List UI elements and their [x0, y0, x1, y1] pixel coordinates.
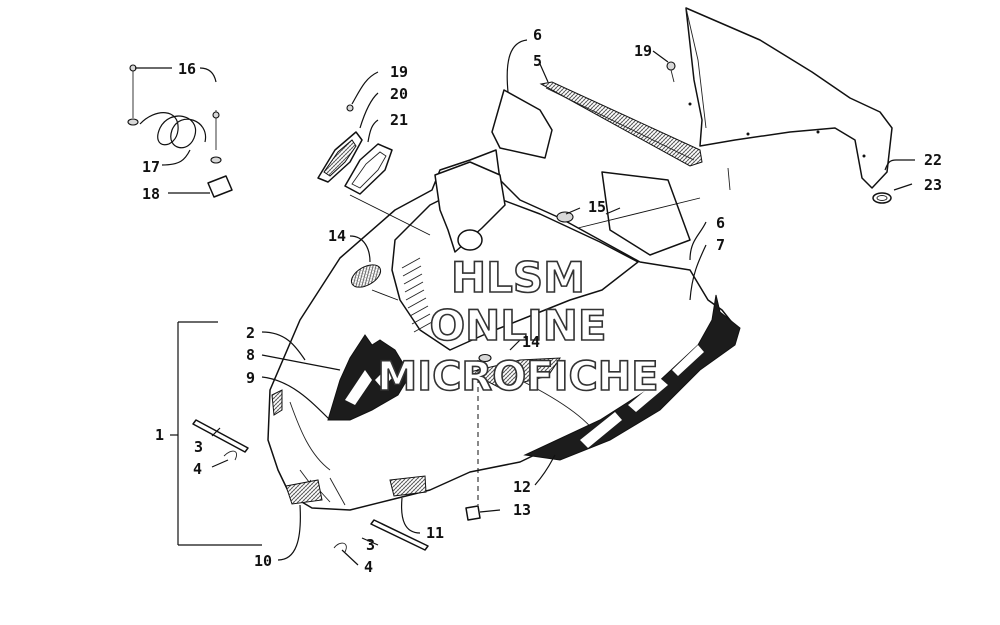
callout-11: 11 [426, 524, 444, 542]
callout-12: 12 [513, 478, 531, 496]
grommet-part [872, 192, 892, 204]
pin-right [333, 519, 429, 553]
callout-21: 21 [390, 111, 408, 129]
vent-lower-right [389, 475, 427, 497]
callout-16: 16 [178, 60, 196, 78]
callout-23: 23 [924, 176, 942, 194]
callout-10: 10 [254, 552, 272, 570]
callout-4-left: 4 [193, 460, 202, 478]
decal-right [523, 294, 741, 461]
hood-body [267, 149, 739, 511]
pin-left [192, 419, 249, 461]
screw-part-left [346, 104, 354, 112]
mirror-bezel-part [344, 143, 393, 195]
callout-14-center: 14 [522, 333, 540, 351]
side-panel-upper [491, 89, 553, 159]
callout-13: 13 [513, 501, 531, 519]
callout-17: 17 [142, 158, 160, 176]
callout-1: 1 [155, 426, 164, 444]
windshield-part [685, 7, 893, 189]
leader-lines [135, 39, 915, 566]
callout-3-right: 3 [366, 536, 375, 554]
callout-19-right: 19 [634, 42, 652, 60]
watermark-line-2: ONLINE [429, 301, 606, 350]
callout-14-left: 14 [328, 227, 346, 245]
callout-7: 7 [716, 236, 725, 254]
callout-4-right: 4 [364, 558, 373, 576]
side-panel-lower [601, 171, 691, 256]
vent-lower-left [285, 479, 323, 505]
callout-8: 8 [246, 346, 255, 364]
callout-19-left: 19 [390, 63, 408, 81]
callout-5: 5 [533, 52, 542, 70]
callout-20: 20 [390, 85, 408, 103]
watermark-line-1: HLSM [451, 253, 585, 302]
trim-strip-part [539, 81, 703, 167]
vent-left [350, 264, 382, 288]
callout-3-left: 3 [194, 438, 203, 456]
callout-2: 2 [246, 324, 255, 342]
screw-part-right [666, 61, 676, 83]
callout-9: 9 [246, 369, 255, 387]
vent-center [468, 357, 561, 389]
clip-part [465, 505, 481, 521]
decal-left [327, 334, 411, 421]
watermark-line-3: MICROFICHE [377, 354, 658, 400]
callout-22: 22 [924, 151, 942, 169]
callout-15: 15 [588, 198, 606, 216]
cable-assembly [127, 64, 233, 198]
callout-6-right: 6 [716, 214, 725, 232]
callout-6-top: 6 [533, 26, 542, 44]
callout-18: 18 [142, 185, 160, 203]
